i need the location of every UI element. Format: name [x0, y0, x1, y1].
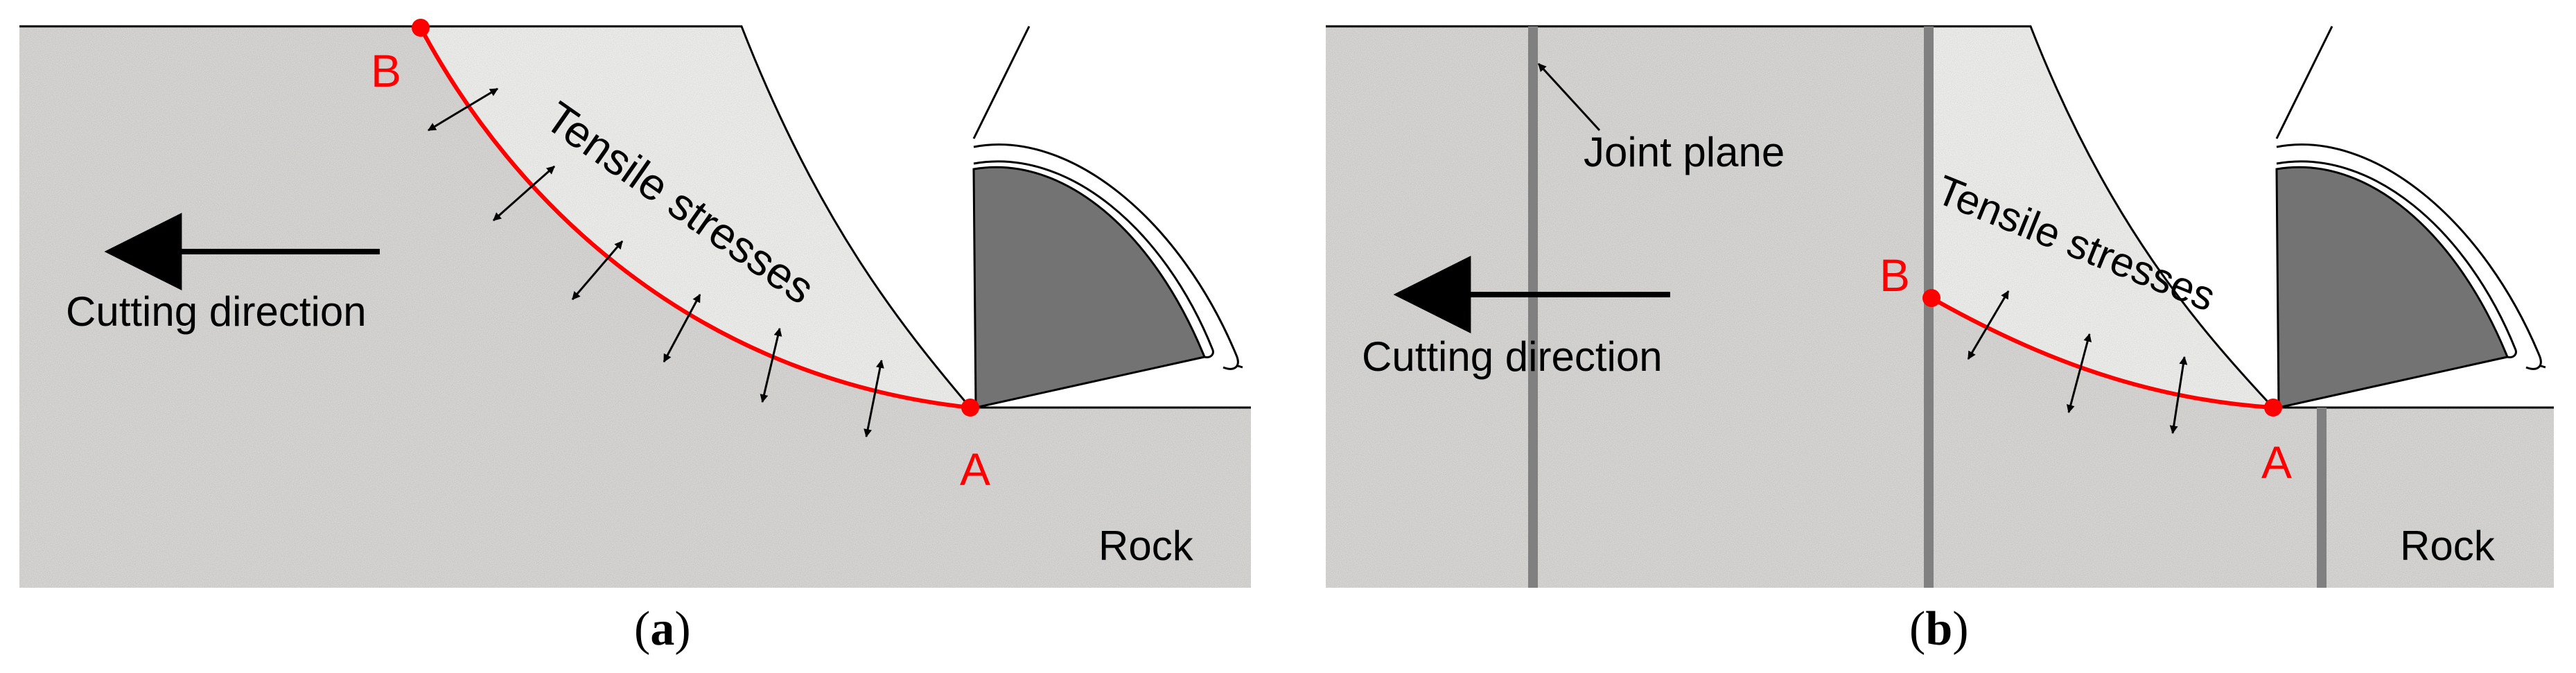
cutter-pick: [2275, 26, 2546, 409]
point-a-marker: [2264, 399, 2282, 417]
cutting-direction-label: Cutting direction: [66, 288, 367, 335]
point-b-marker: [412, 19, 430, 37]
cutting-direction-label: Cutting direction: [1362, 333, 1663, 380]
point-a-label: A: [960, 444, 990, 495]
point-b-label: B: [1880, 250, 1910, 301]
cutter-pick: [972, 26, 1243, 409]
joint-plane-label: Joint plane: [1584, 129, 1785, 175]
joint-plane-pointer: [1537, 62, 1601, 132]
tensile-arrows: [427, 87, 884, 438]
point-a-marker: [961, 399, 979, 417]
joint-planes: [1528, 26, 2327, 588]
rock-label: Rock: [2400, 523, 2496, 569]
point-b-marker: [1922, 289, 1940, 307]
rock-surface-outline: [19, 25, 1251, 409]
rock-surface-outline: [1326, 25, 2554, 409]
panel-b-caption: (b): [1909, 602, 1969, 656]
tensile-arrows: [1967, 290, 2188, 435]
point-b-label: B: [371, 45, 401, 96]
cutter-tip: [972, 166, 1207, 409]
panel-a-caption: (a): [634, 602, 691, 656]
cutter-tip: [2275, 166, 2509, 409]
rock-label: Rock: [1098, 523, 1194, 569]
point-a-label: A: [2261, 437, 2292, 488]
panel-b: Joint plane B A Tensile stresses Cutting…: [1326, 25, 2554, 656]
panel-a: B A Tensile stresses Cutting direction R…: [19, 19, 1251, 656]
